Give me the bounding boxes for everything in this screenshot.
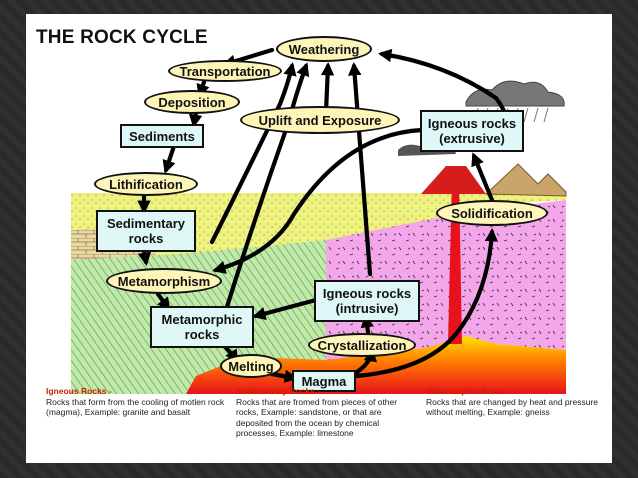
volcano-cone (421, 166, 486, 194)
intrusive-line2: (intrusive) (335, 301, 399, 316)
node-igneous-extrusive: Igneous rocks (extrusive) (420, 110, 524, 152)
diagram-title: THE ROCK CYCLE (36, 27, 208, 48)
sediments-label: Sediments (129, 128, 195, 144)
node-weathering: Weathering (276, 36, 372, 62)
mountains (484, 163, 567, 197)
arrow-intrusive-weathering (348, 61, 373, 277)
legend-sedimentary-text: Rocks that are fromed from pieces of oth… (236, 396, 398, 439)
arrow-uplift-weathering (320, 61, 335, 115)
legend-metamorphic-heading: Metamorphic Rocks - (426, 386, 512, 396)
sedimentary-line1: Sedimentary (106, 216, 186, 231)
arrow-magma-solidification (353, 227, 499, 379)
magma-chamber (186, 336, 566, 394)
node-melting: Melting (220, 354, 282, 378)
node-crystallization: Crystallization (308, 333, 416, 357)
storm-cloud (465, 80, 565, 107)
intrusive-line1: Igneous rocks (322, 286, 412, 301)
sediment-layer (71, 193, 566, 236)
arrow-metamorphic-weathering (223, 62, 310, 313)
arrow-solidification-extrusive (471, 152, 495, 203)
arrow-melting-magma (269, 369, 298, 383)
node-deposition: Deposition (144, 90, 240, 114)
node-lithification: Lithification (94, 172, 198, 196)
magma-label: Magma (301, 373, 347, 389)
node-sedimentary-rocks: Sedimentary rocks (96, 210, 196, 252)
rock-cycle-diagram: THE ROCK CYCLE Weathering Transportation… (26, 14, 612, 463)
node-igneous-intrusive: Igneous rocks (intrusive) (314, 280, 420, 322)
node-metamorphic-rocks: Metamorphic rocks (150, 306, 254, 348)
extrusive-line1: Igneous rocks (427, 116, 517, 131)
legend-igneous-text: Rocks that form from the cooling of motl… (46, 396, 225, 418)
arrow-sedimentary-metamorphism (137, 247, 152, 266)
node-transportation: Transportation (168, 60, 282, 82)
node-metamorphism: Metamorphism (106, 268, 222, 294)
metamorphic-line2: rocks (184, 327, 220, 342)
node-solidification: Solidification (436, 200, 548, 226)
sedimentary-line2: rocks (128, 231, 164, 246)
extrusive-line2: (extrusive) (439, 131, 505, 146)
node-sediments: Sediments (120, 124, 204, 148)
legend-sedimentary-heading: Sedimentary Rocks - (236, 386, 321, 396)
arrow-sediments-lithification (162, 143, 177, 174)
node-magma: Magma (292, 370, 356, 392)
arrow-deposition-sediments (188, 109, 203, 128)
legend-metamorphic-text: Rocks that are changed by heat and press… (426, 396, 598, 418)
arrow-intrusive-metamorphic (252, 297, 319, 321)
node-uplift-and-exposure: Uplift and Exposure (240, 106, 400, 134)
legend-sedimentary: Sedimentary Rocks - Rocks that are frome… (236, 386, 416, 439)
legend-igneous-heading: Igneous Rocks - (46, 386, 112, 396)
legend-metamorphic: Metamorphic Rocks - Rocks that are chang… (426, 386, 604, 418)
metamorphic-line1: Metamorphic (161, 312, 243, 327)
legend-igneous: Igneous Rocks - Rocks that form from the… (46, 386, 226, 418)
arrow-metamorphism-metamorphic (155, 291, 171, 312)
arrow-extrusive-metamorphism (212, 127, 425, 274)
